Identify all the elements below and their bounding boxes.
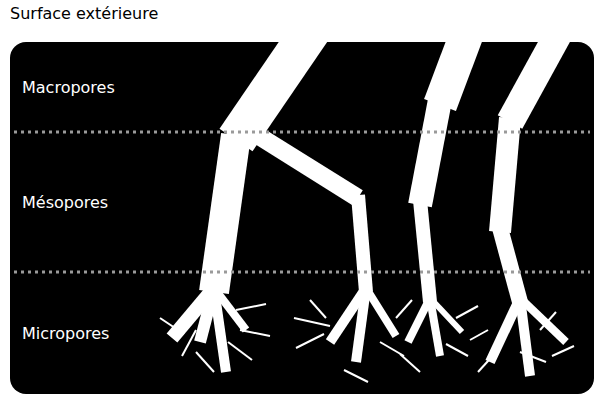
- pore-band: Mésopores: [10, 132, 594, 272]
- band-label: Macropores: [10, 78, 115, 97]
- band-label: Micropores: [10, 324, 109, 343]
- pore-band: Macropores: [10, 42, 594, 132]
- band-label: Mésopores: [10, 193, 108, 212]
- surface-heading: Surface extérieure: [10, 4, 158, 23]
- pore-band: Micropores: [10, 272, 594, 394]
- porous-grain: Surface extérieureMacroporesMésoporesMic…: [10, 42, 594, 394]
